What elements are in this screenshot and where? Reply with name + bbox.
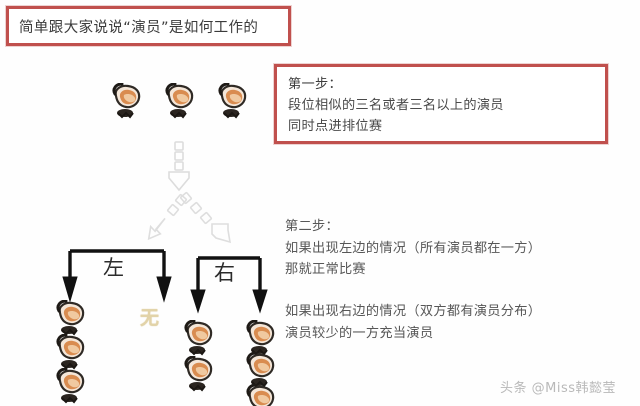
step-two-heading: 第二步： [285,219,339,234]
step-one-callout-box: 第一步： 段位相似的三名或者三名以上的演员 同时点进排位赛 [274,64,608,144]
left-branch-bracket [62,247,172,305]
player-icon-left-1 [54,300,88,338]
step-two-text-block-a: 第二步： 如果出现左边的情况（所有演员都在一方） 那就正常比赛 [285,216,625,281]
watermark-text: 头条 @Miss韩懿莹 [499,381,616,396]
player-icon-rightA-2 [182,356,216,394]
hollow-arrow-down-right-icon [178,190,248,260]
title-text: 简单跟大家说说“演员”是如何工作的 [19,19,259,36]
step-two-b-line-2: 演员较少的一方充当演员 [285,325,434,341]
step-one-line-2: 段位相似的三名或者三名以上的演员 [288,98,504,113]
player-icon-rightB-2 [244,352,278,390]
step-two-line-3: 那就正常比赛 [285,262,366,277]
step-two-line-2: 如果出现左边的情况（所有演员都在一方） [285,240,542,256]
player-icon-rightB-3 [244,384,278,406]
left-branch-label: 左 [103,256,124,280]
step-two-b-line-1: 如果出现右边的情况（双方都有演员分布） [285,304,542,319]
player-icon-left-2 [54,334,88,372]
title-callout-box: 简单跟大家说说“演员”是如何工作的 [6,6,291,46]
right-branch-label: 右 [214,261,235,285]
hollow-arrow-down-icon [150,140,210,200]
player-icon-rightA-1 [182,320,216,358]
hollow-arrow-down-left-icon [143,192,195,248]
none-marker-label: 无 [140,307,160,329]
step-one-line-3: 同时点进排位赛 [288,119,383,134]
player-icon-top-1 [110,83,144,121]
player-icon-top-3 [216,83,250,121]
step-two-text-block-b: 如果出现右边的情况（双方都有演员分布） 演员较少的一方充当演员 [285,301,625,344]
step-one-heading: 第一步： [288,77,342,92]
right-branch-bracket [190,254,270,316]
player-icon-top-2 [163,83,197,121]
player-icon-left-3 [54,368,88,406]
